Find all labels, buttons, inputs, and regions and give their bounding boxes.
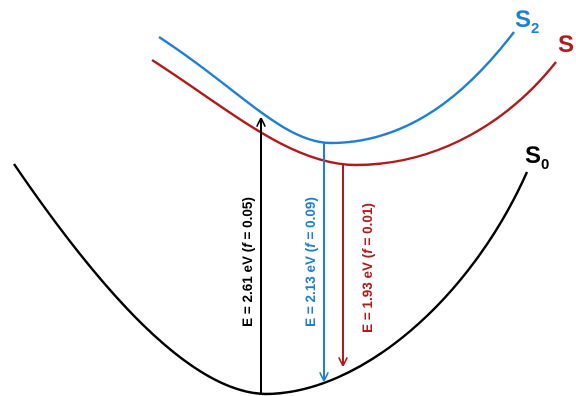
- s2-label-subscript: 2: [531, 20, 539, 37]
- s1-emission-label-f: f: [360, 248, 375, 254]
- absorption-label: E = 2.61 eV (f = 0.05): [240, 197, 255, 327]
- s2-emission-label: E = 2.13 eV (f = 0.09): [303, 197, 318, 327]
- s0-label: S0: [525, 142, 549, 173]
- s1-label-letter: S: [558, 31, 574, 58]
- s0-curve: [13, 163, 529, 396]
- s1-emission-label-prefix: E = 1.93 eV (: [360, 253, 375, 333]
- absorption-label-value: = 0.05): [240, 197, 255, 243]
- s2-emission-label-f: f: [303, 242, 318, 248]
- s1-emission-label-value: = 0.01): [360, 203, 375, 249]
- s1-emission-label: E = 1.93 eV (f = 0.01): [360, 203, 375, 333]
- s2-emission-label-prefix: E = 2.13 eV (: [303, 247, 318, 327]
- s2-label: S2: [515, 6, 539, 37]
- absorption-label-prefix: E = 2.61 eV (: [240, 247, 255, 327]
- s2-emission-label-value: = 0.09): [303, 197, 318, 243]
- s0-label-letter: S: [525, 142, 541, 169]
- s2-label-letter: S: [515, 6, 531, 33]
- s2-curve: [158, 31, 515, 145]
- s0-label-subscript: 0: [541, 156, 549, 173]
- absorption-label-f: f: [240, 242, 255, 248]
- s1-label: S: [558, 31, 574, 58]
- s1-curve: [151, 58, 557, 167]
